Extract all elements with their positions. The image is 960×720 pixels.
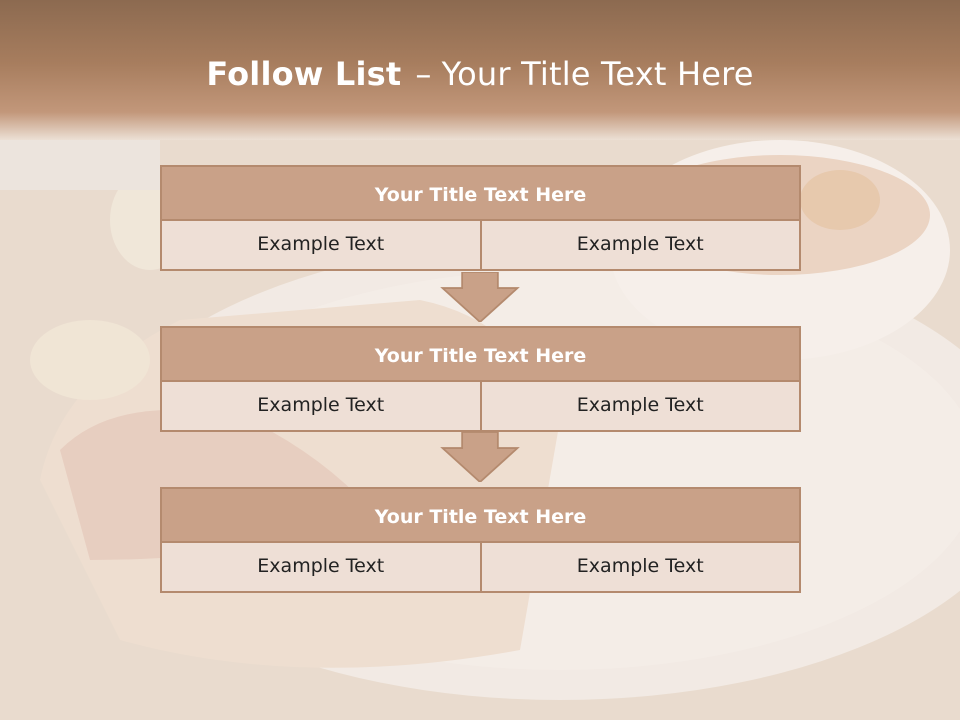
step-cell-left: Example Text <box>160 221 482 271</box>
slide-title: Follow List–Your Title Text Here <box>0 55 960 93</box>
title-dash: – <box>415 55 432 93</box>
step-cell-right: Example Text <box>481 221 801 271</box>
down-arrow-icon <box>440 272 520 322</box>
step-2: Your Title Text Here Example Text Exampl… <box>160 326 801 432</box>
step-title: Your Title Text Here <box>160 326 801 382</box>
header-band <box>0 0 960 140</box>
step-cell-left: Example Text <box>160 382 482 432</box>
step-cell-left: Example Text <box>160 543 482 593</box>
title-rest: Your Title Text Here <box>441 55 754 93</box>
step-1: Your Title Text Here Example Text Exampl… <box>160 165 801 271</box>
step-row: Example Text Example Text <box>160 221 801 271</box>
step-row: Example Text Example Text <box>160 543 801 593</box>
step-3: Your Title Text Here Example Text Exampl… <box>160 487 801 593</box>
down-arrow-icon <box>440 432 520 482</box>
step-cell-right: Example Text <box>481 382 801 432</box>
step-cell-right: Example Text <box>481 543 801 593</box>
step-row: Example Text Example Text <box>160 382 801 432</box>
step-title: Your Title Text Here <box>160 165 801 221</box>
title-bold: Follow List <box>206 55 402 93</box>
step-title: Your Title Text Here <box>160 487 801 543</box>
